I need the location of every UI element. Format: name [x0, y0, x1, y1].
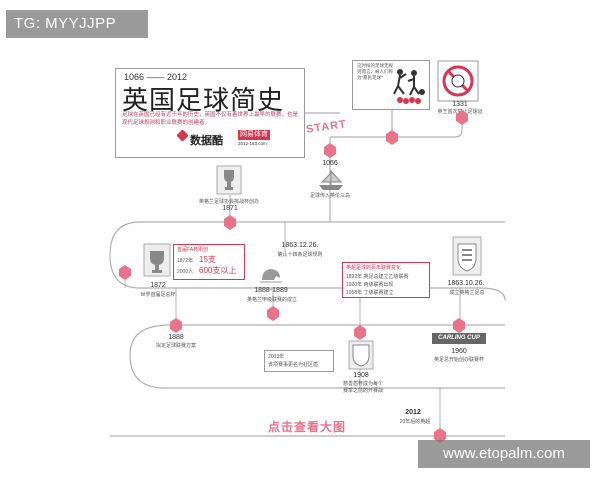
event-1960-text: 英足总开始创办联赛杯	[433, 357, 484, 363]
league-changes-title: 英超足球的百年联赛变化	[346, 265, 402, 271]
league-changes-card	[342, 262, 430, 298]
watermark-tg: TG: MYYJJPP	[6, 10, 148, 38]
event-2003-card	[264, 350, 334, 372]
event-2003-year: 2003年	[268, 354, 285, 360]
event-1888-text: 拟定足球联赛方案	[155, 343, 196, 349]
event-1872-text: 世界首届足总杯	[140, 292, 176, 298]
event-1888-1889-text: 英格兰甲级联赛的成立	[246, 297, 297, 303]
shujuku-logo-text: 数据酷	[190, 135, 223, 147]
page-title: 英国足球简史	[122, 86, 285, 116]
year-1066: 1066	[322, 160, 338, 167]
year-1888: 1888	[168, 334, 184, 341]
event-1908-text-2: 赛季之前的开赛战	[342, 388, 383, 394]
fa-cup-stats-year2: 2000人	[177, 269, 194, 275]
ship-icon	[319, 170, 343, 190]
premier-league-lion-icon	[260, 269, 282, 283]
year-1863-10-26: 1863.10.26.	[447, 280, 485, 287]
carling-cup-badge: CARLING CUP	[432, 333, 486, 344]
fa-cup-stats-card	[173, 244, 245, 280]
year-1908: 1908	[353, 372, 369, 379]
event-1908-text-1: 慈善盾杯成为每个	[342, 381, 383, 387]
view-full-image-link[interactable]: 点击查看大图	[268, 420, 347, 434]
event-2003-text: 该项赛事更名为社区盾	[268, 362, 319, 368]
early-football-text: 这时候的足球无规则而言，被人们称为“暴民足球”	[357, 63, 393, 80]
fa-cup-stats-teams2: 600支以上	[199, 266, 237, 275]
fa-crest-icon	[452, 236, 482, 276]
year-1960: 1960	[451, 348, 467, 355]
charity-shield-icon	[348, 340, 374, 370]
event-1066-text: 足球传入英伦三岛	[309, 193, 350, 199]
year-1888-1889: 1888-1889	[254, 287, 288, 294]
event-1871-text: 英格兰足球协会挑战杯创办	[198, 199, 259, 205]
year-1331: 1331	[452, 101, 468, 108]
year-1871: 1871	[222, 205, 238, 212]
year-2012: 2012	[405, 409, 421, 416]
players-illustration-icon	[393, 69, 425, 104]
title-card	[115, 68, 305, 158]
league-changes-row-1: 1892年 英足总建立乙级联赛	[346, 274, 409, 280]
fa-cup-trophy-icon	[216, 165, 242, 195]
netease-sports-logo: 网易体育	[238, 130, 270, 140]
event-1863-fa-text: 成立英格兰足总	[449, 290, 485, 296]
year-1872: 1872	[150, 282, 166, 289]
fa-cup-stats-title: 首届FA杯刚创	[177, 247, 209, 253]
league-changes-row-2: 1920年 丙级联赛出现	[346, 282, 394, 288]
event-1863-rules-text: 确认十四条足球规则	[277, 252, 323, 258]
no-football-icon	[437, 60, 479, 102]
netease-sports-url: 2012-163.com	[238, 141, 267, 146]
fa-cup-stats-teams1: 15支	[199, 255, 216, 264]
league-changes-row-3: 1958年 丁级联赛建立	[346, 290, 394, 296]
year-1863-12-26: 1863.12.26.	[281, 242, 319, 249]
intro-text: 足球在英国已经有近千年的历史，英国不仅有着世界上最早的联赛，也是现代足球规则和职…	[122, 112, 299, 126]
fa-cup-stats-year1: 1872年	[177, 258, 194, 264]
title-years: 1066 —— 2012	[124, 72, 188, 82]
watermark-url: www.etopalm.com	[418, 440, 590, 468]
event-2012-text: 20年后的英超	[399, 419, 431, 425]
fa-cup-icon	[143, 243, 171, 277]
